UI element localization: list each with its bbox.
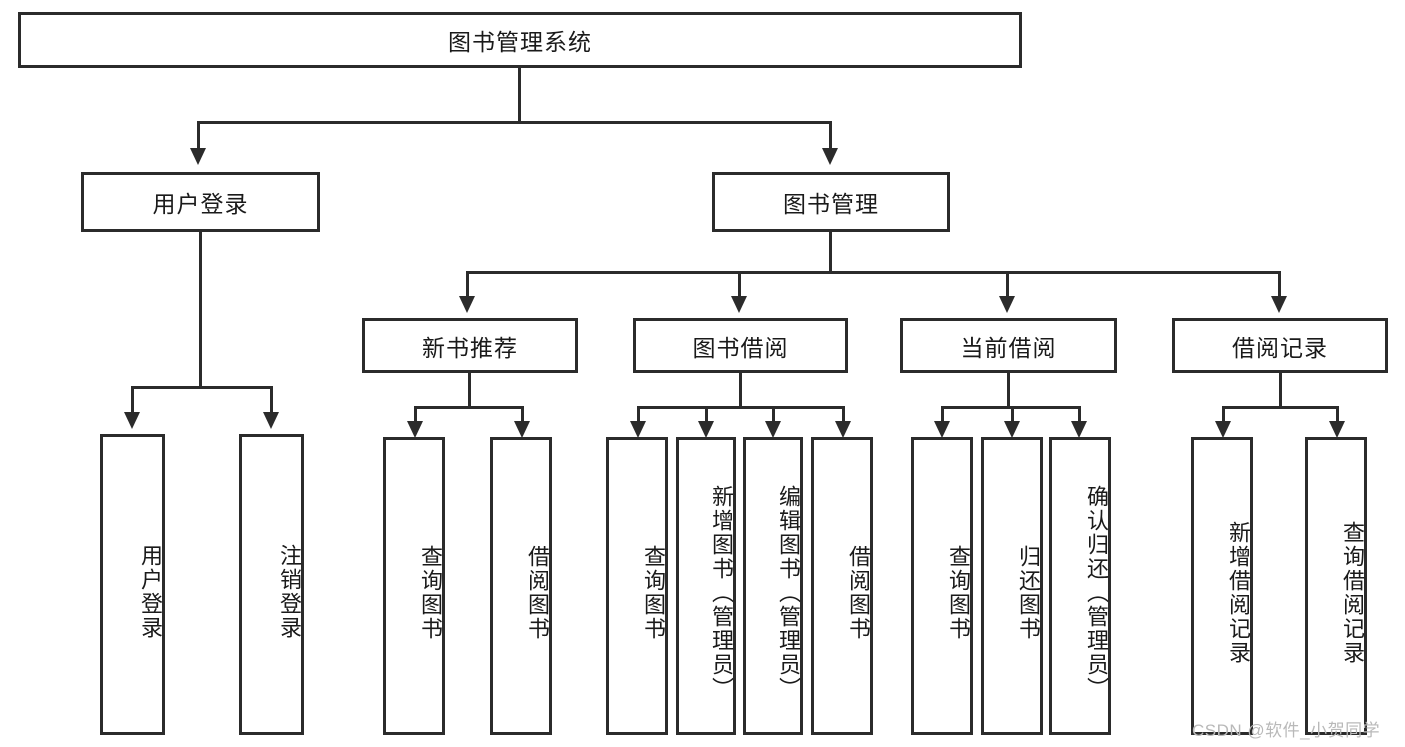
leaf-query-book-new[interactable]: 查询图书	[383, 437, 445, 735]
node-label: 图书借阅	[692, 334, 789, 361]
edge-new-bar	[414, 406, 524, 409]
edge-root-bar	[197, 121, 831, 124]
arrow-borrow-to-leaf1	[630, 421, 646, 438]
edge-root-to-login	[197, 121, 200, 150]
arrow-records-to-leaf2	[1329, 421, 1345, 438]
node-new-book-recommend[interactable]: 新书推荐	[362, 318, 578, 373]
node-label: 借阅图书	[846, 545, 871, 641]
edge-login-to-leaf2	[270, 386, 273, 414]
arrow-borrow-to-leaf4	[835, 421, 851, 438]
node-label: 图书管理系统	[448, 29, 592, 55]
arrow-borrow-to-leaf3	[765, 421, 781, 438]
node-book-management[interactable]: 图书管理	[712, 172, 950, 232]
leaf-return-book[interactable]: 归还图书	[981, 437, 1043, 735]
edge-bookmgmt-to-new	[466, 271, 469, 298]
node-label: 编辑图书（管理员）	[776, 485, 801, 701]
leaf-query-book-borrow[interactable]: 查询图书	[606, 437, 668, 735]
edge-bookmgmt-stem	[829, 232, 832, 271]
arrow-current-to-leaf2	[1004, 421, 1020, 438]
arrow-records-to-leaf1	[1215, 421, 1231, 438]
arrow-login-to-leaf2	[263, 412, 279, 429]
edge-new-stem	[468, 373, 471, 406]
leaf-query-borrow-record[interactable]: 查询借阅记录	[1305, 437, 1367, 735]
edge-borrow-bar	[637, 406, 845, 409]
node-book-borrow[interactable]: 图书借阅	[633, 318, 848, 373]
node-label: 图书管理	[783, 191, 879, 217]
edge-new-to-leaf1	[414, 406, 417, 426]
arrow-login-to-leaf1	[124, 412, 140, 429]
csdn-watermark: CSDN @软件_小贺同学	[1192, 721, 1381, 740]
node-user-login[interactable]: 用户登录	[81, 172, 320, 232]
node-label: 查询图书	[641, 545, 666, 641]
leaf-user-login[interactable]: 用户登录	[100, 434, 165, 735]
node-label: 确认归还（管理员）	[1084, 485, 1109, 701]
node-label: 借阅图书	[525, 545, 550, 641]
node-label: 当前借阅	[960, 334, 1057, 361]
edge-current-stem	[1007, 373, 1010, 406]
leaf-query-book-current[interactable]: 查询图书	[911, 437, 973, 735]
edge-borrow-to-leaf3	[772, 406, 775, 426]
edge-login-bar	[131, 386, 272, 389]
edge-records-bar	[1222, 406, 1339, 409]
edge-current-to-leaf2	[1011, 406, 1014, 426]
arrow-root-to-login	[190, 148, 206, 165]
leaf-borrow-book[interactable]: 借阅图书	[811, 437, 873, 735]
node-label: 查询图书	[418, 545, 443, 641]
edge-records-to-leaf2	[1336, 406, 1339, 426]
edge-bookmgmt-to-records	[1278, 271, 1281, 298]
node-current-borrow[interactable]: 当前借阅	[900, 318, 1117, 373]
edge-root-to-bookmgmt	[829, 121, 832, 150]
edge-current-to-leaf1	[941, 406, 944, 426]
leaf-borrow-book-new[interactable]: 借阅图书	[490, 437, 552, 735]
leaf-add-book-admin[interactable]: 新增图书（管理员）	[676, 437, 736, 735]
arrow-bookmgmt-to-records	[1271, 296, 1287, 313]
node-label: 查询图书	[946, 545, 971, 641]
leaf-edit-book-admin[interactable]: 编辑图书（管理员）	[743, 437, 803, 735]
edge-records-stem	[1279, 373, 1282, 406]
arrow-current-to-leaf1	[934, 421, 950, 438]
node-label: 归还图书	[1016, 545, 1041, 641]
node-label: 用户登录	[138, 543, 163, 640]
node-label: 新增借阅记录	[1226, 521, 1251, 665]
node-root-system[interactable]: 图书管理系统	[18, 12, 1022, 68]
node-label: 查询借阅记录	[1340, 521, 1365, 665]
arrow-bookmgmt-to-current	[999, 296, 1015, 313]
edge-login-to-leaf1	[131, 386, 134, 414]
edge-new-to-leaf2	[521, 406, 524, 426]
edge-records-to-leaf1	[1222, 406, 1225, 426]
node-label: 用户登录	[152, 191, 249, 217]
node-label: 新书推荐	[422, 334, 518, 361]
edge-current-to-leaf3	[1078, 406, 1081, 426]
edge-bookmgmt-bar	[466, 271, 1281, 274]
edge-bookmgmt-to-borrow	[738, 271, 741, 298]
edge-bookmgmt-to-current	[1006, 271, 1009, 298]
arrow-root-to-bookmgmt	[822, 148, 838, 165]
arrow-bookmgmt-to-borrow	[731, 296, 747, 313]
arrow-new-to-leaf1	[407, 421, 423, 438]
node-label: 注销登录	[277, 543, 302, 640]
edge-root-stem	[518, 68, 521, 121]
leaf-add-borrow-record[interactable]: 新增借阅记录	[1191, 437, 1253, 735]
arrow-current-to-leaf3	[1071, 421, 1087, 438]
edge-borrow-to-leaf1	[637, 406, 640, 426]
leaf-confirm-return-admin[interactable]: 确认归还（管理员）	[1049, 437, 1111, 735]
edge-borrow-to-leaf4	[842, 406, 845, 426]
arrow-new-to-leaf2	[514, 421, 530, 438]
leaf-logout[interactable]: 注销登录	[239, 434, 304, 735]
edge-borrow-stem	[739, 373, 742, 406]
arrow-bookmgmt-to-new	[459, 296, 475, 313]
edge-borrow-to-leaf2	[705, 406, 708, 426]
edge-login-stem	[199, 232, 202, 386]
node-borrow-records[interactable]: 借阅记录	[1172, 318, 1388, 373]
arrow-borrow-to-leaf2	[698, 421, 714, 438]
node-label: 借阅记录	[1232, 334, 1328, 361]
node-label: 新增图书（管理员）	[709, 485, 734, 701]
